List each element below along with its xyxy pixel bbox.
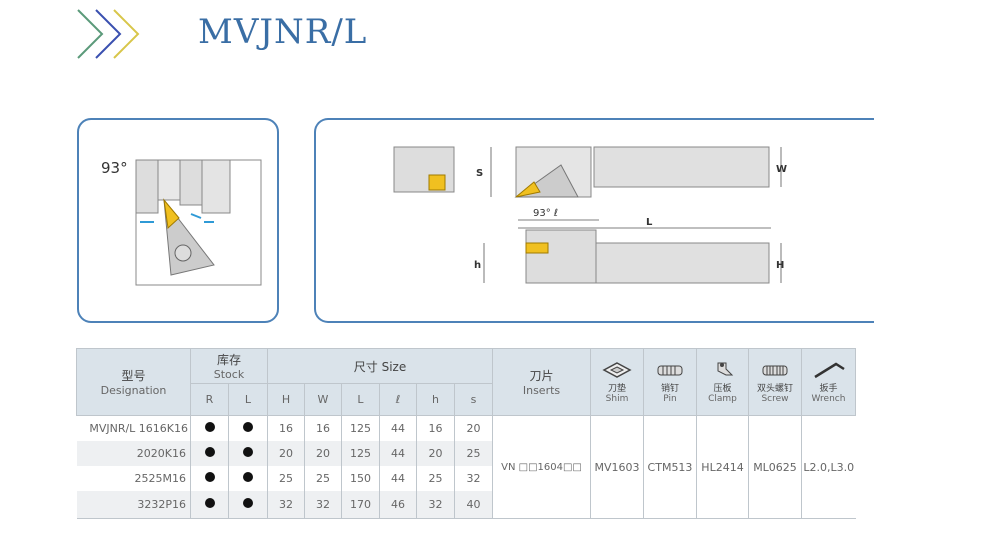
dim-h: h bbox=[474, 260, 481, 271]
col-H: H bbox=[267, 383, 305, 416]
table-cell: 销钉 bbox=[660, 383, 679, 394]
table-cell: MVJNR/L 1616K16 bbox=[76, 415, 191, 441]
col-stock-l: L bbox=[228, 383, 268, 416]
table-cell: 2525M16 bbox=[76, 465, 191, 491]
table-cell: 32 bbox=[454, 465, 493, 491]
table-cell: Shim bbox=[605, 393, 629, 404]
stock-dot bbox=[204, 497, 215, 508]
inserts-value: VN □□1604□□ bbox=[492, 415, 591, 519]
table-cell: 扳手 bbox=[819, 383, 838, 394]
dim-H: H bbox=[776, 260, 784, 271]
dim-w: W bbox=[776, 164, 787, 175]
table-cell: Inserts bbox=[522, 384, 561, 397]
table-cell: 25 bbox=[267, 465, 305, 491]
angle-label: 93° bbox=[101, 159, 128, 177]
table-cell: 32 bbox=[304, 490, 342, 519]
table-cell: 16 bbox=[416, 415, 455, 441]
table-cell: 库存 bbox=[216, 353, 241, 367]
wrench-icon bbox=[813, 362, 845, 378]
stock-dot bbox=[243, 421, 253, 432]
table-cell: 尺寸 Size bbox=[353, 359, 407, 374]
table-cell: 刀垫 bbox=[607, 383, 626, 394]
table-cell: Pin bbox=[663, 393, 677, 404]
chevron-logo-icon bbox=[77, 9, 140, 59]
tool-holder-drawing: S W L 93° ℓ h H bbox=[393, 146, 787, 284]
wrench-value: L2.0,L3.0 bbox=[801, 415, 856, 519]
table-cell: 44 bbox=[379, 465, 417, 491]
table-cell: 压板 bbox=[713, 383, 732, 394]
machining-diagram: 93° bbox=[101, 159, 262, 286]
table-cell: Screw bbox=[761, 393, 789, 404]
col-s: s bbox=[454, 383, 493, 416]
screw-value: ML0625 bbox=[748, 415, 802, 519]
table-cell: 2020K16 bbox=[76, 440, 191, 466]
table-cell: Designation bbox=[100, 384, 167, 397]
approach-angle-panel: 93° bbox=[77, 118, 279, 323]
table-cell: 170 bbox=[341, 490, 380, 519]
table-cell: 3232P16 bbox=[76, 490, 191, 519]
col-W: W bbox=[304, 383, 342, 416]
clamp-icon bbox=[717, 362, 733, 375]
table-cell: 32 bbox=[416, 490, 455, 519]
stock-dot bbox=[204, 446, 215, 457]
table-cell: 16 bbox=[304, 415, 342, 441]
table-cell: 16 bbox=[267, 415, 305, 441]
stock-dot bbox=[204, 471, 215, 482]
table-cell: 20 bbox=[267, 440, 305, 466]
table-cell: 44 bbox=[379, 415, 417, 441]
stock-dot bbox=[204, 421, 215, 432]
table-cell: Wrench bbox=[811, 393, 846, 404]
page-title: MVJNR/L bbox=[198, 12, 368, 52]
stock-dot bbox=[243, 446, 253, 457]
clamp-value: HL2414 bbox=[696, 415, 749, 519]
table-cell: 型号 bbox=[121, 369, 146, 383]
col-L: L bbox=[341, 383, 380, 416]
dim-l-small: 93° ℓ bbox=[533, 208, 558, 219]
stock-dot bbox=[243, 471, 253, 482]
col-stock-r: R bbox=[190, 383, 229, 416]
table-cell: 46 bbox=[379, 490, 417, 519]
screw-icon bbox=[762, 365, 788, 375]
table-cell: 20 bbox=[416, 440, 455, 466]
table-cell: 刀片 bbox=[529, 369, 554, 383]
table-cell: 25 bbox=[304, 465, 342, 491]
table-cell: 150 bbox=[341, 465, 380, 491]
table-cell: 25 bbox=[454, 440, 493, 466]
table-cell: 双头螺钉 bbox=[756, 383, 793, 394]
pin-icon bbox=[657, 365, 683, 375]
table-cell: 44 bbox=[379, 440, 417, 466]
table-cell: Clamp bbox=[708, 393, 737, 404]
table-cell: 125 bbox=[341, 415, 380, 441]
table-cell: 25 bbox=[416, 465, 455, 491]
table-cell: 20 bbox=[454, 415, 493, 441]
pin-value: CTM513 bbox=[643, 415, 697, 519]
table-cell: Stock bbox=[213, 368, 245, 381]
dimension-drawing-panel: S W L 93° ℓ h H bbox=[314, 118, 874, 323]
col-l: ℓ bbox=[379, 383, 417, 416]
shim-value: MV1603 bbox=[590, 415, 644, 519]
table-cell: 20 bbox=[304, 440, 342, 466]
shim-icon bbox=[602, 361, 632, 378]
col-h: h bbox=[416, 383, 455, 416]
dim-l: L bbox=[646, 217, 653, 228]
size-header: 尺寸 Size bbox=[267, 348, 493, 384]
stock-dot bbox=[243, 497, 253, 508]
table-cell: 40 bbox=[454, 490, 493, 519]
table-cell: 125 bbox=[341, 440, 380, 466]
table-cell: 32 bbox=[267, 490, 305, 519]
dim-s: S bbox=[476, 168, 483, 179]
